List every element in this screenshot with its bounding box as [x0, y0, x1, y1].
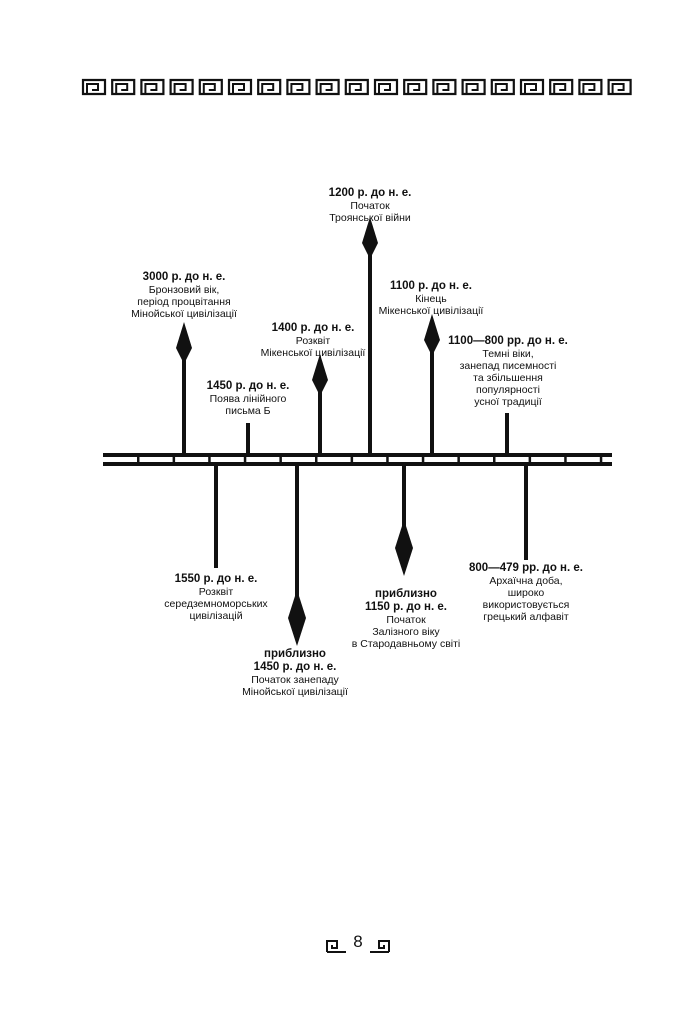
- timeline-bar: [103, 453, 612, 466]
- meander-unit: [549, 78, 574, 96]
- page-number: 8: [326, 932, 390, 954]
- event-3000-bc: 3000 р. до н. е. Бронзовий вік, період п…: [111, 271, 257, 320]
- meander-unit: [578, 78, 603, 96]
- spear-head: [424, 314, 440, 352]
- stem-1550-bc: [214, 466, 218, 568]
- meander-unit: [111, 78, 136, 96]
- event-approx-1450-bc: приблизно 1450 р. до н. е. Початок занеп…: [233, 648, 357, 698]
- spear-head: [312, 354, 328, 392]
- event-1450-bc-linear-b: 1450 р. до н. е. Поява лінійного письма …: [188, 380, 308, 417]
- meander-unit: [373, 78, 399, 96]
- stem-approx-1150-bc: [395, 466, 413, 576]
- event-1100-bc: 1100 р. до н. е. Кінець Мікенської цивіл…: [368, 280, 494, 317]
- timeline-graphic: [103, 217, 612, 646]
- spear-head: [288, 596, 306, 646]
- stem-1100-bc: [424, 314, 440, 453]
- meander-unit: [403, 78, 428, 96]
- event-date: 3000 р. до н. е.: [142, 271, 226, 283]
- stem-1450-bc-linear-b: [246, 423, 250, 453]
- event-date: 800—479 рр. до н. е.: [469, 562, 583, 574]
- meander-unit: [519, 78, 545, 96]
- meander-unit: [140, 78, 165, 96]
- event-prefix: приблизно: [375, 588, 437, 600]
- stem-3000-bc: [176, 322, 192, 453]
- event-date: 1450 р. до н. е.: [206, 380, 290, 392]
- event-date: 1200 р. до н. е.: [328, 187, 412, 199]
- event-prefix: приблизно: [264, 648, 326, 660]
- spear-head: [362, 217, 378, 255]
- event-1400-bc: 1400 р. до н. е. Розквіт Мікенської циві…: [250, 322, 376, 359]
- stem-800-479-bc: [524, 466, 528, 560]
- meander-unit: [169, 78, 194, 96]
- event-date: 1100—800 рр. до н. е.: [448, 335, 568, 347]
- meander-unit: [461, 78, 486, 96]
- meander-unit: [344, 78, 369, 96]
- spear-head: [176, 322, 192, 360]
- meander-unit: [607, 78, 632, 96]
- meander-unit: [432, 78, 457, 96]
- stem-1400-bc: [312, 354, 328, 453]
- event-800-479-bc: 800—479 рр. до н. е. Архаїчна доба, широ…: [461, 562, 591, 623]
- page-number-ornament: [326, 940, 390, 953]
- meander-unit: [490, 78, 515, 96]
- meander-unit: [81, 78, 107, 96]
- meander-unit: [257, 78, 282, 96]
- event-date: 1400 р. до н. е.: [271, 322, 355, 334]
- stem-1200-bc: [362, 217, 378, 453]
- spear-head: [395, 526, 413, 576]
- meander-unit: [315, 78, 340, 96]
- meander-unit: [227, 78, 253, 96]
- stem-approx-1450-bc: [288, 466, 306, 646]
- event-date: 1100 р. до н. е.: [389, 280, 472, 292]
- meander-unit: [198, 78, 223, 96]
- event-date: 1450 р. до н. е.: [253, 661, 337, 673]
- event-approx-1150-bc: приблизно 1150 р. до н. е. Початок Заліз…: [344, 588, 468, 650]
- event-1550-bc: 1550 р. до н. е. Розквіт середземноморсь…: [153, 573, 279, 622]
- event-1100-800-bc: 1100—800 рр. до н. е. Темні віки, занепа…: [443, 335, 573, 408]
- event-1200-bc: 1200 р. до н. е. Початок Троянської війн…: [308, 187, 432, 224]
- stem-1100-800-bc: [505, 413, 509, 453]
- meander-unit: [286, 78, 311, 96]
- meander-border: [81, 78, 632, 96]
- event-date: 1150 р. до н. е.: [364, 601, 447, 613]
- event-date: 1550 р. до н. е.: [174, 573, 258, 585]
